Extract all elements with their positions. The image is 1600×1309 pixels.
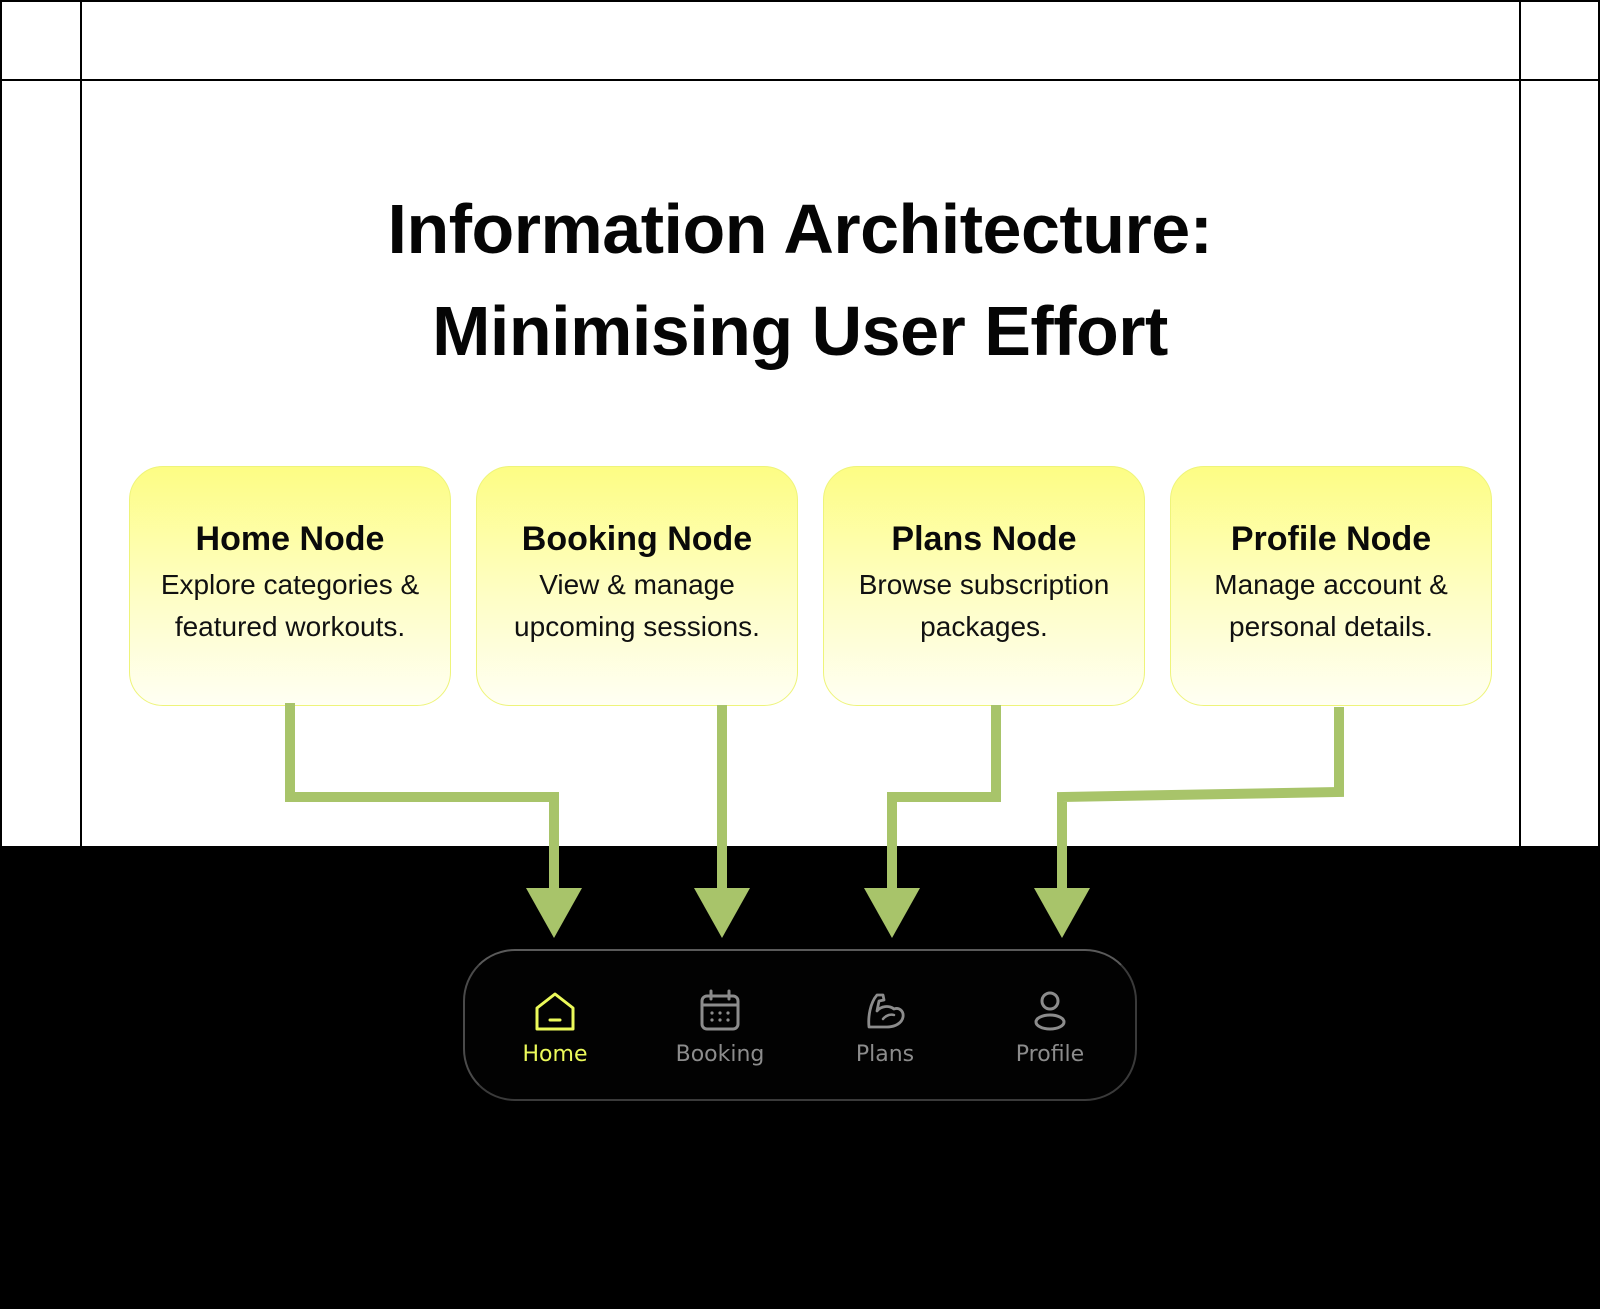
- connector-profile: [1057, 707, 1344, 892]
- plans-node-title: Plans Node: [891, 520, 1077, 558]
- arrowhead-home: [526, 888, 582, 938]
- flexed-arm-icon: [867, 993, 905, 1029]
- frame-border-top: [0, 0, 1600, 2]
- profile-node-card: Profile Node Manage account & personal d…: [1170, 466, 1492, 706]
- bottom-tab-bar: Home Booking Plans Profile: [463, 949, 1137, 1101]
- connector-home: [285, 703, 559, 892]
- tab-profile[interactable]: Profile: [975, 987, 1125, 1077]
- tab-plans-label: Plans: [855, 1042, 915, 1067]
- grid-line-vertical-left: [80, 0, 82, 846]
- booking-node-description: View & manage upcoming sessions.: [514, 569, 760, 642]
- tab-plans[interactable]: Plans: [810, 987, 960, 1077]
- user-icon: [1034, 991, 1066, 1031]
- page-title: Information Architecture: Minimising Use…: [0, 178, 1600, 382]
- plans-node-description: Browse subscription packages.: [858, 569, 1110, 642]
- connector-plans: [887, 705, 1001, 892]
- tab-home[interactable]: Home: [480, 987, 630, 1077]
- plans-node-card: Plans Node Browse subscription packages.: [823, 466, 1145, 706]
- profile-node-title: Profile Node: [1230, 520, 1432, 558]
- grid-line-vertical-right: [1519, 0, 1521, 846]
- arrowhead-booking: [694, 888, 750, 938]
- arrowhead-profile: [1034, 888, 1090, 938]
- home-node-title: Home Node: [195, 520, 385, 558]
- booking-node-card: Booking Node View & manage upcoming sess…: [476, 466, 798, 706]
- home-node-card: Home Node Explore categories & featured …: [129, 466, 451, 706]
- grid-line-horizontal: [0, 79, 1600, 81]
- home-icon: [535, 992, 575, 1031]
- page-title-line-2: Minimising User Effort: [432, 292, 1168, 370]
- calendar-icon: [700, 989, 740, 1031]
- tab-home-label: Home: [522, 1042, 588, 1067]
- home-node-description: Explore categories & featured workouts.: [160, 569, 420, 642]
- profile-node-description: Manage account & personal details.: [1214, 569, 1448, 642]
- arrowhead-plans: [864, 888, 920, 938]
- frame-border-right: [1598, 0, 1600, 846]
- tab-booking[interactable]: Booking: [645, 987, 795, 1077]
- tab-booking-label: Booking: [675, 1042, 765, 1067]
- frame-border-left: [0, 0, 2, 846]
- page-title-line-1: Information Architecture:: [387, 190, 1213, 268]
- tab-profile-label: Profile: [1015, 1042, 1085, 1067]
- booking-node-title: Booking Node: [521, 520, 753, 558]
